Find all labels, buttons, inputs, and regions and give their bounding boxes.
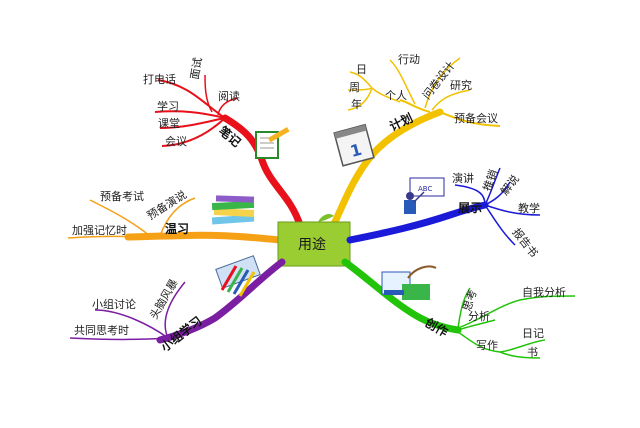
branch-group-trunk bbox=[156, 258, 286, 344]
center-node: 用途 bbox=[277, 214, 351, 267]
plan-item-year: 年 bbox=[351, 97, 362, 111]
book-stack-icon bbox=[211, 195, 255, 225]
present-item-report: 报告书 bbox=[510, 225, 541, 260]
notes-item-meeting: 会议 bbox=[165, 135, 187, 148]
svg-text:1: 1 bbox=[348, 140, 364, 161]
group-item-brainstorm: 头脑风暴 bbox=[147, 277, 180, 322]
plan-item-action: 行动 bbox=[398, 53, 420, 66]
svg-text:ABC: ABC bbox=[418, 185, 432, 193]
notes-item-reading: 阅读 bbox=[218, 89, 240, 103]
create-item-book: 书 bbox=[527, 346, 538, 359]
branch-group: 小组学习 小组讨论 头脑风暴 共同思考时 bbox=[69, 255, 286, 354]
presenter-icon: ABC bbox=[404, 177, 445, 214]
branch-notes: 笔记 打电话 面试 阅读 学习 课堂 会议 bbox=[143, 57, 304, 229]
notebook-icon bbox=[255, 127, 290, 159]
plan-item-day: 日 bbox=[356, 63, 367, 76]
branch-present-label: 展示 bbox=[458, 201, 482, 215]
create-item-self-analysis: 自我分析 bbox=[522, 285, 566, 299]
leaf-icon bbox=[318, 214, 334, 222]
center-box bbox=[277, 221, 351, 267]
create-item-writing: 写作 bbox=[476, 339, 498, 352]
notes-item-phone: 打电话 bbox=[143, 72, 176, 86]
notes-item-classroom: 课堂 bbox=[158, 117, 180, 130]
pencils-icon bbox=[215, 255, 261, 297]
plan-item-prep-meeting: 预备会议 bbox=[454, 111, 498, 125]
plan-item-week: 周 bbox=[349, 81, 360, 94]
branch-review: 温习 预备考试 预备演说 加强记忆时 bbox=[67, 187, 284, 244]
create-item-thinking: 思考 bbox=[460, 288, 479, 313]
branch-notes-trunk bbox=[221, 114, 304, 229]
notes-item-interview: 面试 bbox=[188, 57, 205, 81]
group-item-think: 共同思考时 bbox=[74, 324, 129, 337]
center-label: 用途 bbox=[298, 236, 326, 253]
present-item-promote: 推销 bbox=[480, 168, 501, 193]
create-item-analysis: 分析 bbox=[468, 309, 490, 323]
branch-plan: 计划 日 周 年 个人 行动 问卷设计 研究 预备会议 1 bbox=[331, 53, 501, 226]
branch-group-label: 小组学习 bbox=[158, 313, 205, 354]
group-item-discussion: 小组讨论 bbox=[92, 297, 136, 311]
branch-create: 创作 思考 自我分析 分析 写作 日记 书 bbox=[341, 258, 576, 359]
plan-item-personal: 个人 bbox=[385, 89, 407, 102]
present-item-lecture: 演讲 bbox=[452, 171, 474, 185]
calendar-icon: 1 bbox=[333, 123, 375, 167]
branch-present: 展示 演讲 推销 解说 教学 报告书 ABC bbox=[346, 168, 541, 260]
art-supplies-icon bbox=[381, 265, 437, 300]
plan-item-research: 研究 bbox=[450, 78, 472, 92]
present-item-teaching: 教学 bbox=[518, 201, 540, 215]
branch-review-label: 温习 bbox=[165, 222, 189, 236]
review-item-exam: 预备考试 bbox=[100, 189, 144, 203]
branch-review-trunk bbox=[124, 231, 284, 244]
notes-item-study: 学习 bbox=[157, 99, 179, 113]
branch-create-trunk bbox=[341, 258, 462, 334]
review-item-memory: 加强记忆时 bbox=[72, 224, 127, 237]
create-item-diary: 日记 bbox=[522, 327, 544, 340]
branch-present-trunk bbox=[346, 201, 489, 244]
